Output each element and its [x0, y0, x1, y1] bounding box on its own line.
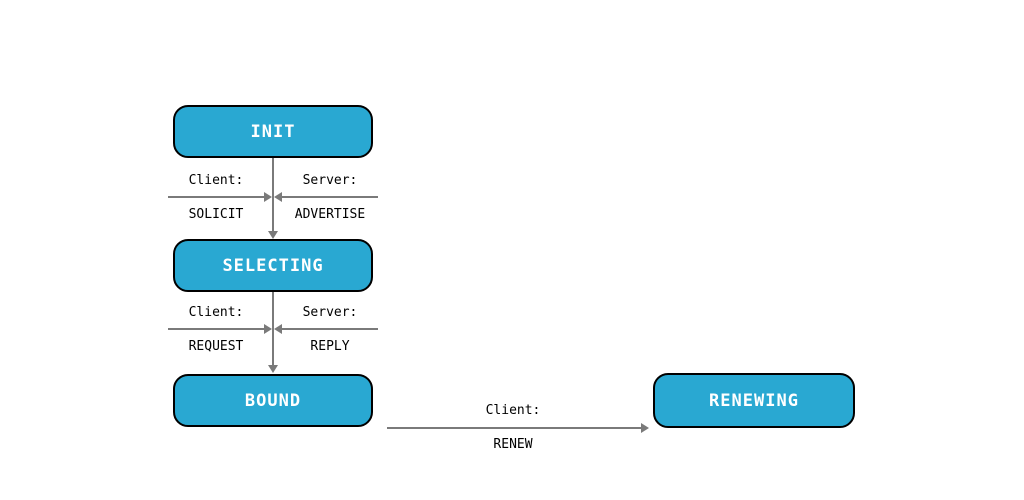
arrowhead-right-icon	[264, 324, 272, 334]
edge-bound-renewing-line	[387, 427, 641, 429]
arrowhead-down-icon	[268, 231, 278, 239]
state-node-renewing-label: RENEWING	[709, 390, 799, 411]
transition-client-label: Client:	[188, 173, 244, 188]
transition-client-message: RENEW	[493, 437, 533, 452]
arrowhead-left-icon	[274, 324, 282, 334]
state-node-selecting: SELECTING	[173, 239, 373, 292]
transition-server-label: Server:	[302, 173, 358, 188]
transition-client-label: Client:	[188, 305, 244, 320]
transition-client-label: Client:	[485, 403, 541, 418]
transition-client-message: SOLICIT	[188, 207, 244, 222]
state-node-selecting-label: SELECTING	[222, 255, 324, 276]
transition-server-label: Server:	[302, 305, 358, 320]
transition-server-message: REPLY	[310, 339, 350, 354]
server-message-rule	[282, 328, 378, 330]
state-node-init-label: INIT	[250, 121, 296, 142]
state-node-init: INIT	[173, 105, 373, 158]
edge-selecting-bound-line	[272, 292, 274, 365]
arrowhead-down-icon	[268, 365, 278, 373]
client-message-rule	[168, 196, 264, 198]
transition-client-message: REQUEST	[188, 339, 244, 354]
state-node-bound-label: BOUND	[244, 390, 302, 411]
server-message-rule	[282, 196, 378, 198]
client-message-rule	[168, 328, 264, 330]
state-node-bound: BOUND	[173, 374, 373, 427]
edge-init-selecting-line	[272, 158, 274, 231]
arrowhead-left-icon	[274, 192, 282, 202]
transition-server-message: ADVERTISE	[294, 207, 366, 222]
arrowhead-right-icon	[641, 423, 649, 433]
state-node-renewing: RENEWING	[653, 373, 855, 428]
arrowhead-right-icon	[264, 192, 272, 202]
